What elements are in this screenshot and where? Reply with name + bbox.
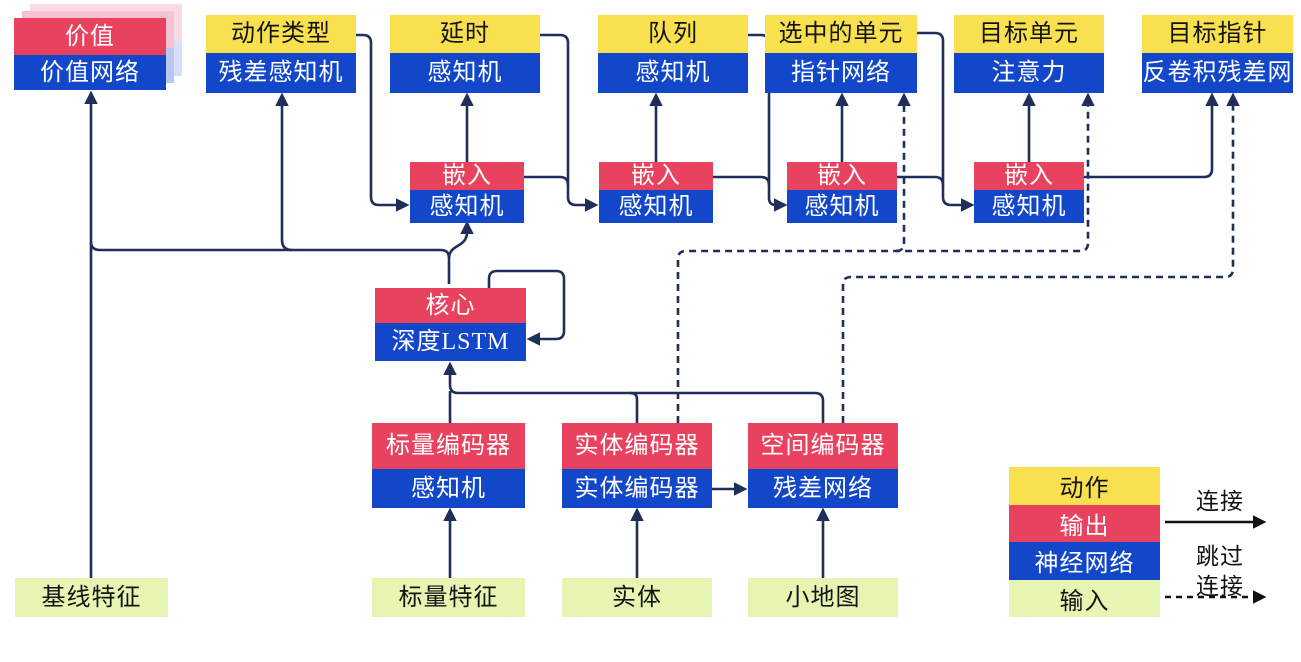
edge-core-to-embed1 xyxy=(447,220,474,259)
node-action-type: 动作类型 残差感知机 xyxy=(206,15,356,93)
delay-label: 延时 xyxy=(390,15,540,53)
embed-4-label: 嵌入 xyxy=(974,162,1084,190)
queue-label: 队列 xyxy=(598,15,748,53)
embed-1-network: 感知机 xyxy=(410,190,524,223)
scalar-features-label: 标量特征 xyxy=(372,578,525,617)
node-target-unit: 目标单元 注意力 xyxy=(954,15,1104,93)
legend-skip-label-line1: 跳过 xyxy=(1196,544,1244,569)
node-embed-1: 嵌入 感知机 xyxy=(410,162,524,223)
minimap-label: 小地图 xyxy=(748,578,898,617)
embed-3-network: 感知机 xyxy=(787,190,897,223)
embed-2-network: 感知机 xyxy=(599,190,713,223)
scalar-encoder-network: 感知机 xyxy=(372,469,525,508)
core-label: 核心 xyxy=(375,288,526,323)
edge-actiontype-to-embed1 xyxy=(356,33,410,212)
target-point-label: 目标指针 xyxy=(1142,15,1293,53)
entity-encoder-label: 实体编码器 xyxy=(562,423,712,469)
node-minimap: 小地图 xyxy=(748,578,898,617)
edge-embed1-out xyxy=(524,175,570,186)
core-network: 深度LSTM xyxy=(375,323,526,361)
legend-connection-label: 连接 xyxy=(1196,489,1244,514)
action-type-network: 残差感知机 xyxy=(206,53,356,93)
queue-network: 感知机 xyxy=(598,53,748,93)
spatial-encoder-network: 残差网络 xyxy=(748,469,898,508)
node-spatial-encoder: 空间编码器 残差网络 xyxy=(748,423,898,508)
edge-entityenc-join xyxy=(629,391,639,423)
node-target-point: 目标指针 反卷积残差网 xyxy=(1142,15,1293,93)
embed-4-network: 感知机 xyxy=(974,190,1084,223)
selected-units-network: 指针网络 xyxy=(765,53,917,93)
node-delay: 延时 感知机 xyxy=(390,15,540,93)
edge-core-output-bus xyxy=(89,241,451,284)
node-entity-encoder: 实体编码器 实体编码器 xyxy=(562,423,712,508)
edge-embed2-out xyxy=(713,175,771,186)
entities-label: 实体 xyxy=(562,578,712,617)
node-value: 价值 价值网络 xyxy=(14,18,166,90)
selected-units-label: 选中的单元 xyxy=(765,15,917,53)
node-scalar-encoder: 标量编码器 感知机 xyxy=(372,423,525,508)
edge-core-selfloop xyxy=(487,269,566,346)
delay-network: 感知机 xyxy=(390,53,540,93)
legend-color-key: 动作 输出 神经网络 输入 xyxy=(1009,467,1160,617)
embed-3-label: 嵌入 xyxy=(787,162,897,190)
node-embed-2: 嵌入 感知机 xyxy=(599,162,713,223)
skip-entity-to-attention xyxy=(676,92,1095,423)
target-point-network: 反卷积残差网 xyxy=(1142,53,1293,93)
legend-input: 输入 xyxy=(1009,579,1160,617)
node-scalar-features: 标量特征 xyxy=(372,578,525,617)
legend-output: 输出 xyxy=(1009,504,1160,542)
legend-skip-label-line2: 连接 xyxy=(1196,574,1244,599)
node-selected-units: 选中的单元 指针网络 xyxy=(765,15,917,93)
node-core: 核心 深度LSTM xyxy=(375,288,526,361)
edge-delay-to-embed2 xyxy=(540,33,599,212)
action-type-label: 动作类型 xyxy=(206,15,356,53)
edge-core-to-actiontype xyxy=(275,92,293,252)
scalar-encoder-label: 标量编码器 xyxy=(372,423,525,469)
entity-encoder-network: 实体编码器 xyxy=(562,469,712,508)
baseline-features-label: 基线特征 xyxy=(15,578,168,617)
node-embed-3: 嵌入 感知机 xyxy=(787,162,897,223)
embed-1-label: 嵌入 xyxy=(410,162,524,190)
value-network-label: 价值网络 xyxy=(14,55,166,90)
edge-encoderbus-to-core xyxy=(443,361,825,423)
edge-selected-to-embed4 xyxy=(917,31,975,212)
legend-neural-network: 神经网络 xyxy=(1009,542,1160,580)
node-entities: 实体 xyxy=(562,578,712,617)
spatial-encoder-label: 空间编码器 xyxy=(748,423,898,469)
skip-spatial-to-targetpoint xyxy=(841,92,1240,423)
node-embed-4: 嵌入 感知机 xyxy=(974,162,1084,223)
skip-entity-to-pointer xyxy=(895,92,911,253)
legend-action: 动作 xyxy=(1009,467,1160,505)
value-output-label: 价值 xyxy=(14,18,166,55)
edge-embed4-to-targetpoint xyxy=(1084,92,1219,179)
node-queue: 队列 感知机 xyxy=(598,15,748,93)
node-baseline-features: 基线特征 xyxy=(15,578,168,617)
target-unit-network: 注意力 xyxy=(954,53,1104,93)
target-unit-label: 目标单元 xyxy=(954,15,1104,53)
embed-2-label: 嵌入 xyxy=(599,162,713,190)
